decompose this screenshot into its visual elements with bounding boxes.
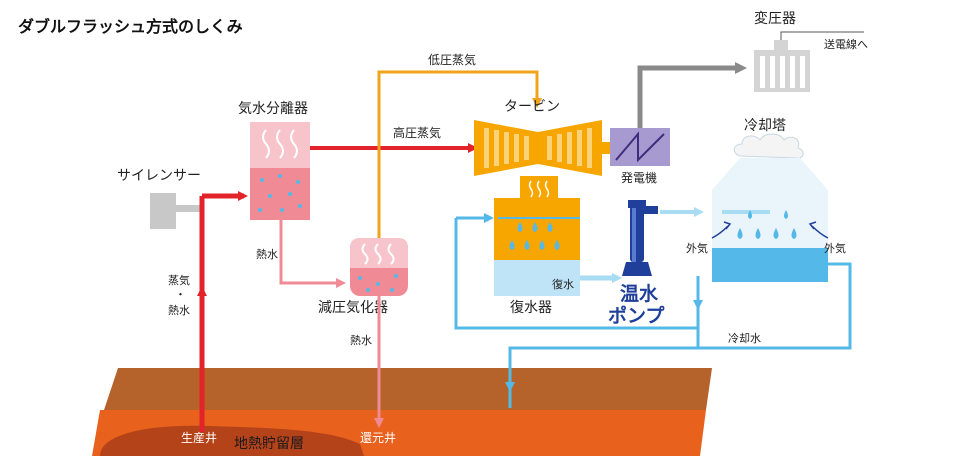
outside-air-left-label: 外気 xyxy=(686,241,708,255)
steam-water-label-1: 蒸気 xyxy=(168,273,190,287)
transformer-label: 変圧器 xyxy=(754,10,796,27)
separator-label: 気水分離器 xyxy=(238,100,308,117)
hot-water-pipe-1 xyxy=(279,220,346,288)
pump-label-2: ポンプ xyxy=(608,304,665,327)
hot-water-pump xyxy=(622,200,658,276)
diagram-title: ダブルフラッシュ方式のしくみ xyxy=(18,17,243,36)
cooling-water-return xyxy=(693,262,852,350)
generator xyxy=(610,128,670,166)
cooling-tower xyxy=(711,133,829,282)
outside-air-right-label: 外気 xyxy=(824,241,846,255)
ground xyxy=(92,368,712,456)
turbine-exhaust xyxy=(520,176,558,198)
low-pressure-steam-pipe xyxy=(377,70,542,238)
steam-water-label-dot: ・ xyxy=(175,288,186,301)
cooling-water-inlet xyxy=(454,213,700,408)
cooling-water-label: 冷却水 xyxy=(728,332,761,345)
hot-water-label-2: 熱水 xyxy=(350,334,372,347)
production-well-label: 生産井 xyxy=(181,430,217,445)
pump-label-1: 温水 xyxy=(620,283,659,305)
power-line xyxy=(637,62,747,128)
transformer xyxy=(754,31,864,92)
hot-water-label-1: 熱水 xyxy=(256,248,278,261)
flasher xyxy=(350,238,408,296)
generator-label: 発電機 xyxy=(621,170,657,185)
steam-water-label-2: 熱水 xyxy=(168,304,190,317)
cooling-tower-label: 冷却塔 xyxy=(744,118,786,134)
reservoir-shape xyxy=(100,425,364,456)
condenser xyxy=(494,198,580,296)
high-steam-label: 高圧蒸気 xyxy=(393,125,441,140)
steam-separator xyxy=(250,122,310,220)
turbine xyxy=(474,120,610,176)
condensate-label: 復水 xyxy=(552,278,574,291)
reservoir-label: 地熱貯留層 xyxy=(234,436,304,452)
silencer-label: サイレンサー xyxy=(117,168,201,184)
to-grid-label: 送電線へ xyxy=(824,37,868,51)
silencer xyxy=(150,193,202,229)
injection-well-label: 還元井 xyxy=(360,431,396,445)
flasher-label: 減圧気化器 xyxy=(318,299,388,316)
turbine-label: タービン xyxy=(504,99,560,115)
low-steam-label: 低圧蒸気 xyxy=(428,52,476,67)
production-well-pipe xyxy=(197,191,248,432)
condenser-label: 復水器 xyxy=(510,299,552,316)
